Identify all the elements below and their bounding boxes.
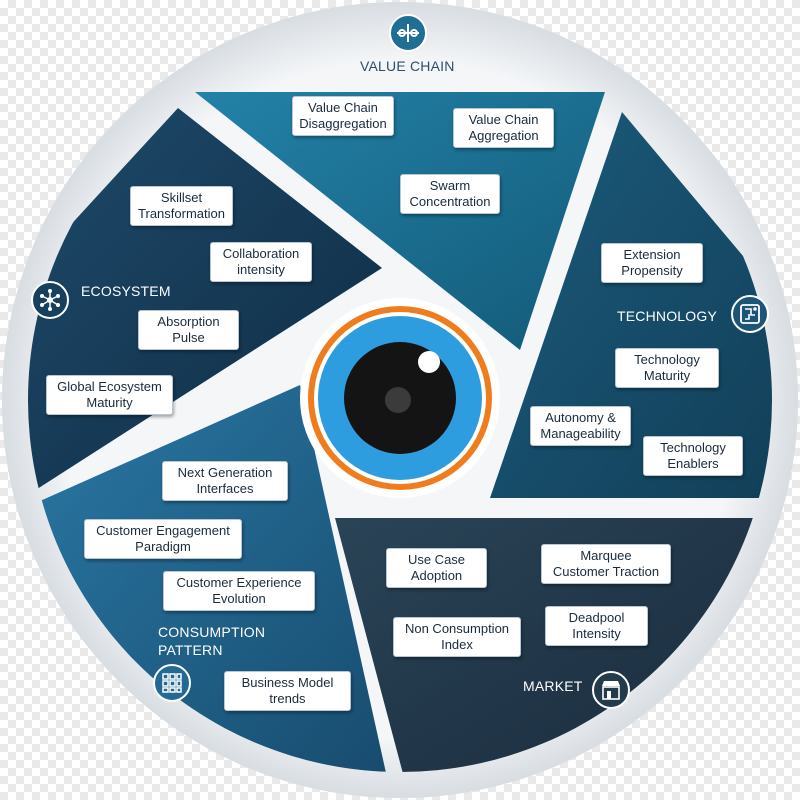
box-business-model-trends: Business Model trends: [224, 671, 351, 711]
label-value-chain: VALUE CHAIN: [360, 58, 455, 74]
box-absorption-pulse: Absorption Pulse: [138, 310, 239, 350]
box-value-chain-disaggregation: Value Chain Disaggregation: [292, 96, 394, 136]
box-technology-maturity: Technology Maturity: [615, 348, 719, 388]
label-market: MARKET: [523, 678, 583, 694]
grid-icon: [153, 664, 191, 702]
box-collaboration-intensity: Collaboration intensity: [210, 242, 312, 282]
label-technology: TECHNOLOGY: [617, 308, 718, 324]
box-non-consumption-index: Non Consumption Index: [393, 617, 521, 657]
box-global-ecosystem-maturity: Global Ecosystem Maturity: [46, 375, 173, 415]
box-swarm-concentration: Swarm Concentration: [400, 174, 500, 214]
hub-network-icon: [31, 281, 69, 319]
box-autonomy-manageability: Autonomy & Manageability: [530, 406, 631, 446]
segment-technology: [490, 112, 772, 498]
box-value-chain-aggregation: Value Chain Aggregation: [453, 108, 554, 148]
box-next-generation-interfaces: Next Generation Interfaces: [162, 461, 288, 501]
label-ecosystem: ECOSYSTEM: [81, 283, 171, 299]
box-marquee-customer-traction: Marquee Customer Traction: [541, 544, 671, 584]
label-consumption-pattern: CONSUMPTION PATTERN: [158, 624, 266, 658]
box-customer-experience-evolution: Customer Experience Evolution: [163, 571, 315, 611]
box-deadpool-intensity: Deadpool Intensity: [545, 606, 648, 646]
box-use-case-adoption: Use Case Adoption: [386, 548, 487, 588]
chain-network-icon: [389, 14, 427, 52]
storefront-icon: [592, 671, 630, 709]
segment-value-chain: [195, 92, 605, 350]
box-technology-enablers: Technology Enablers: [643, 436, 743, 476]
circuit-board-icon: [731, 295, 769, 333]
eye-graphic: [300, 298, 500, 498]
box-extension-propensity: Extension Propensity: [601, 243, 703, 283]
box-customer-engagement-paradigm: Customer Engagement Paradigm: [84, 519, 242, 559]
box-skillset-transformation: Skillset Transformation: [130, 186, 233, 226]
